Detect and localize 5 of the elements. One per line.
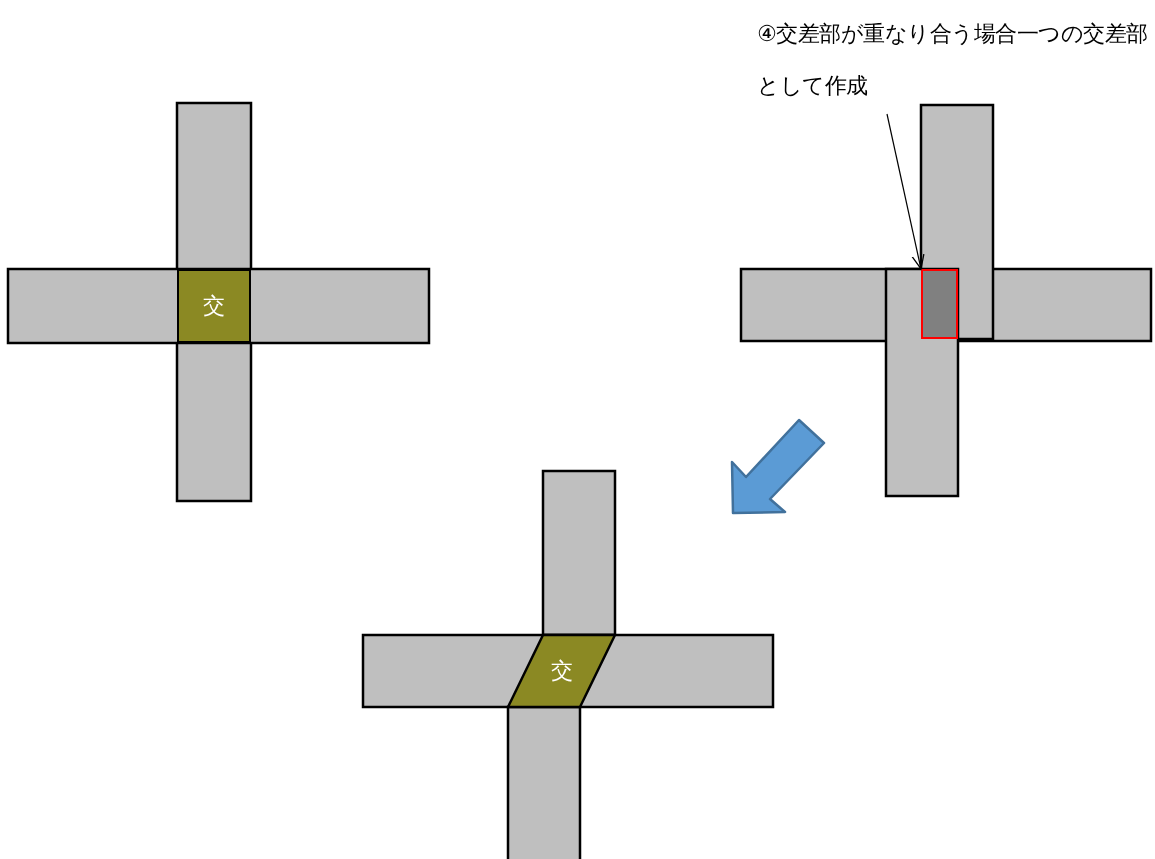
highlight-box	[921, 269, 958, 339]
callout-text: ④交差部が重なり合う場合一つの交差部として作成	[757, 8, 1155, 112]
leader-line	[886, 113, 925, 270]
intersection-parallelogram: 交	[508, 635, 615, 707]
intersection-square: 交	[177, 269, 251, 343]
